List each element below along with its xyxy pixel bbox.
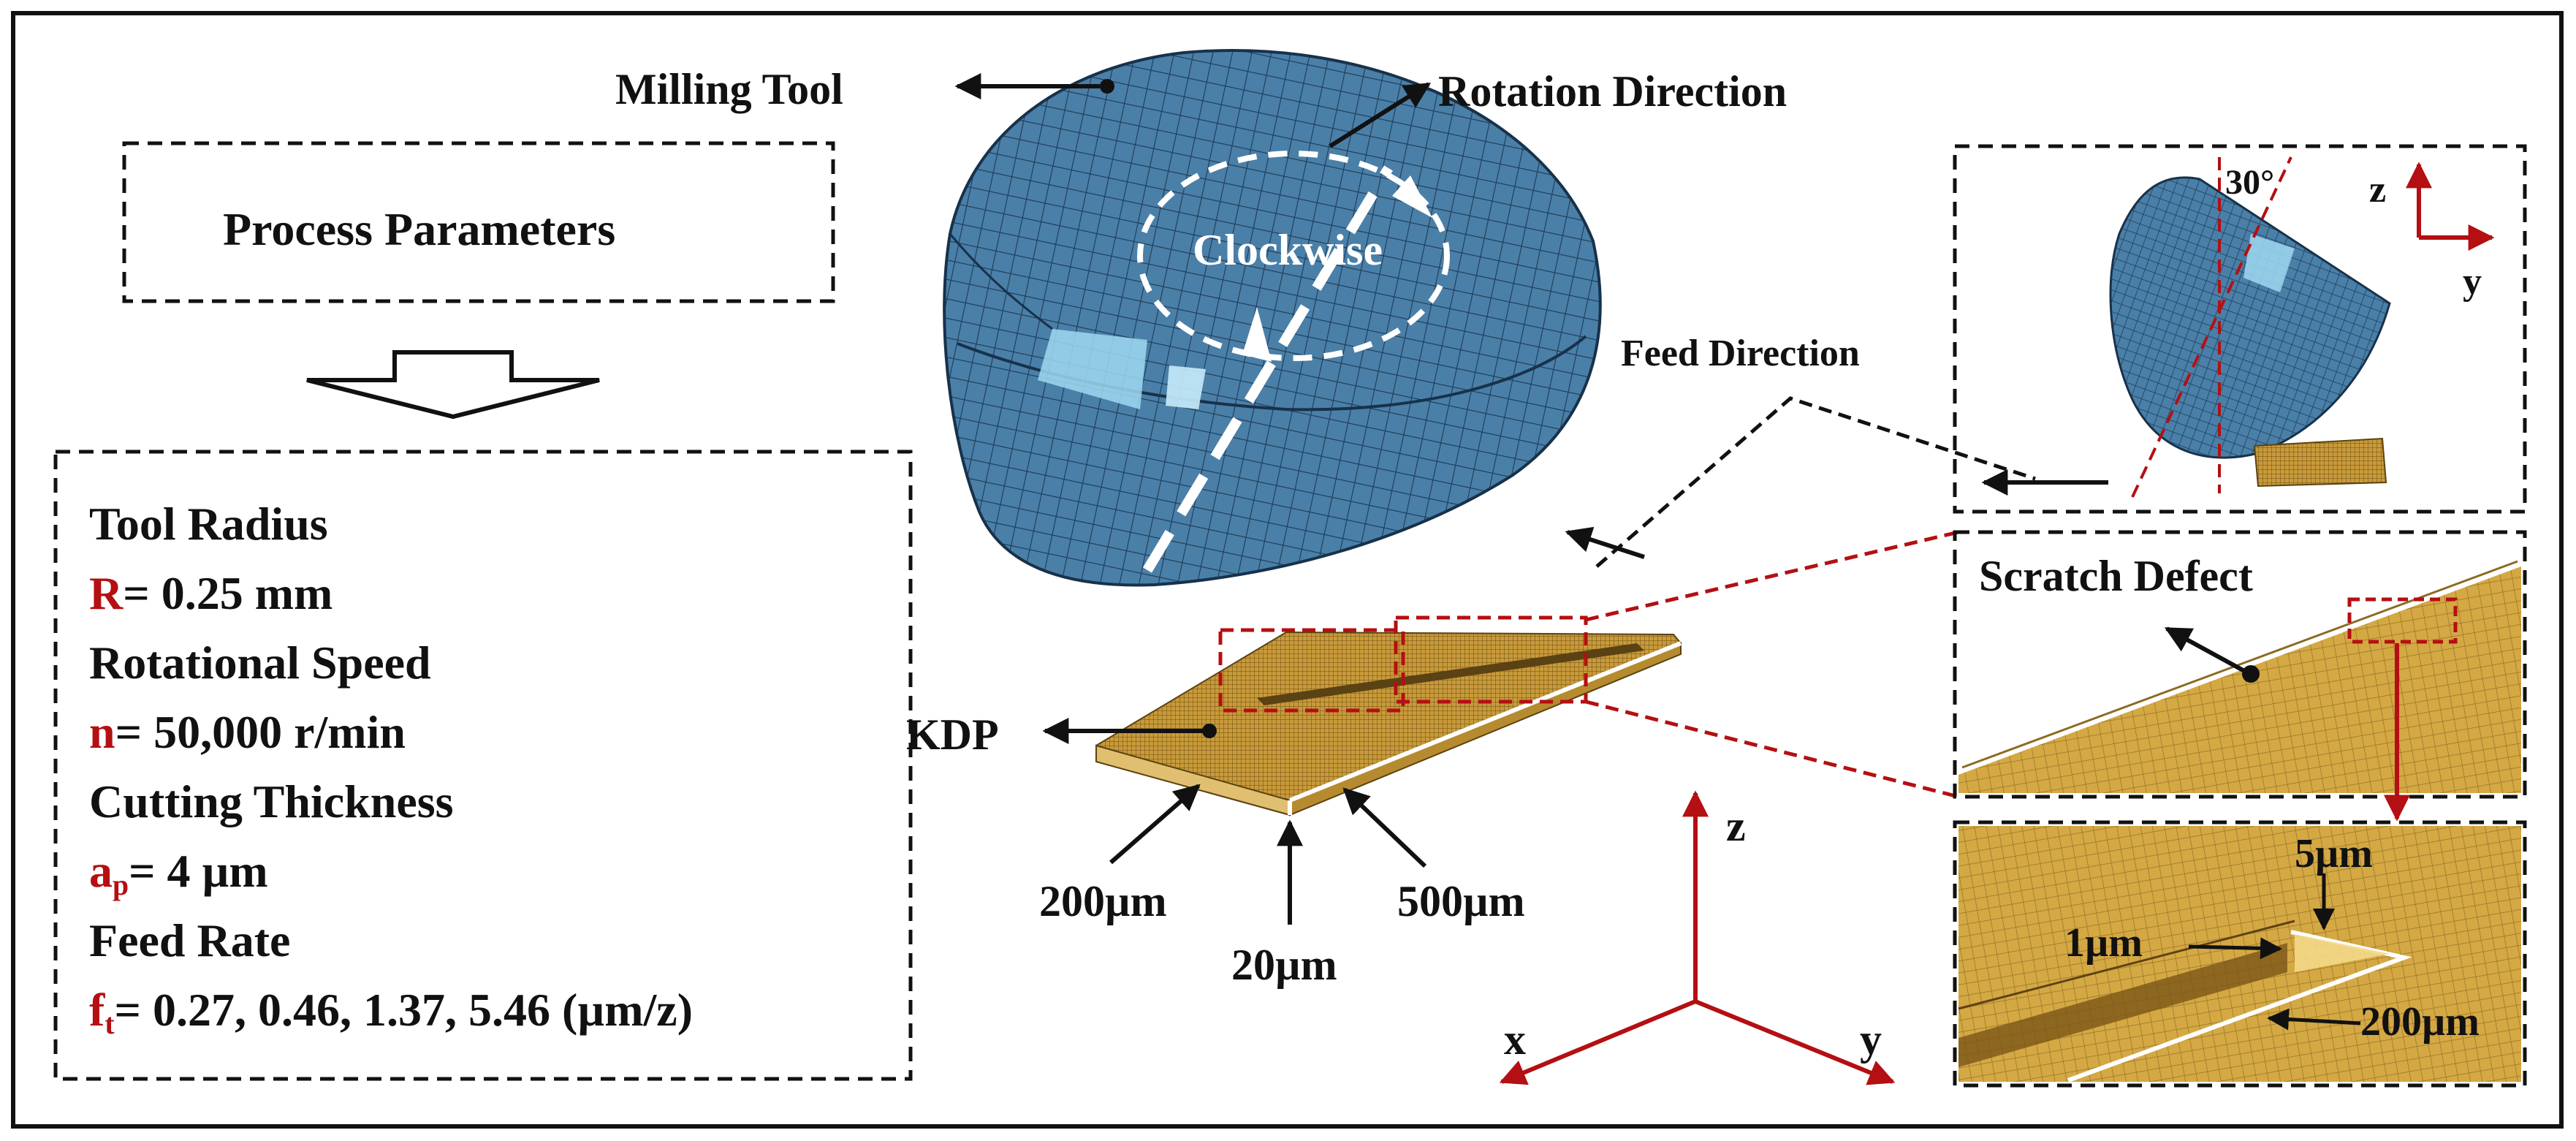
scratch-defect-label: Scratch Defect xyxy=(1979,552,2253,600)
kdp-workpiece xyxy=(1095,631,1682,816)
inset-tool-angle-box xyxy=(1953,144,2527,514)
thickness-value: = 4 µm xyxy=(129,845,268,897)
zoom-1um-label: 1µm xyxy=(2064,920,2143,966)
zoom-line-bottom xyxy=(1585,700,1959,799)
rotation-direction-label: Rotation Direction xyxy=(1438,67,1787,115)
rotational-speed-label: Rotational Speed xyxy=(89,637,431,689)
speed-symbol: n xyxy=(89,706,115,758)
dim-200-arrow xyxy=(1109,784,1201,865)
inset-zoom-box xyxy=(1953,820,2527,1088)
feed-rate-value-line: ft= 0.27, 0.46, 1.37, 5.46 (µm/z) xyxy=(89,987,693,1039)
zoom-200um-arrow xyxy=(2267,1008,2361,1031)
zoom-200um-label: 200µm xyxy=(2360,999,2480,1045)
scratch-zoom-region xyxy=(2347,597,2458,644)
dim-500-label: 500µm xyxy=(1397,877,1525,925)
speed-value: = 50,000 r/min xyxy=(115,706,406,758)
zoom-1um-arrow xyxy=(2188,937,2282,960)
rotation-direction-callout xyxy=(1329,82,1432,148)
inset-axis-y-label: y xyxy=(2463,261,2482,303)
zoom-groove-wall xyxy=(1958,943,2287,1067)
down-arrow-icon xyxy=(306,350,600,420)
tool-radius-symbol: R xyxy=(89,567,124,619)
inset-tool-side xyxy=(2109,176,2391,488)
axis-x-label: x xyxy=(1504,1015,1526,1064)
inset-axis-z-label: z xyxy=(2369,169,2387,211)
axis-y-label: y xyxy=(1860,1015,1882,1064)
inset-scratch-box xyxy=(1953,530,2527,799)
kdp-label: KDP xyxy=(906,710,999,759)
rotational-speed-value-line: n= 50,000 r/min xyxy=(89,709,406,756)
feed-direction-arrow xyxy=(1565,526,1645,559)
tilt-angle-line xyxy=(2131,156,2292,498)
thickness-subscript: p xyxy=(113,869,129,902)
angle-label: 30° xyxy=(2225,163,2275,202)
zoom-5um-label: 5µm xyxy=(2295,831,2373,876)
tool-radius-value: = 0.25 mm xyxy=(123,567,333,619)
inset-axes xyxy=(2406,162,2495,251)
process-params-box xyxy=(53,450,913,1081)
milling-tool xyxy=(943,49,1602,587)
feed-value: = 0.27, 0.46, 1.37, 5.46 (µm/z) xyxy=(114,984,693,1036)
process-parameters-title: Process Parameters xyxy=(223,203,616,255)
cutting-thickness-value-line: ap= 4 µm xyxy=(89,848,268,901)
feed-direction-label: Feed Direction xyxy=(1621,333,1860,374)
axis-z-label: z xyxy=(1726,802,1746,850)
rotation-arrow-icon xyxy=(1392,175,1432,218)
thickness-symbol: a xyxy=(89,845,113,897)
process-title-box xyxy=(122,141,835,303)
milling-tool-label: Milling Tool xyxy=(615,65,843,113)
dim-500-arrow xyxy=(1342,787,1427,868)
dim-200-label: 200µm xyxy=(1039,877,1167,925)
feed-symbol: f xyxy=(89,984,105,1036)
scratch-defect-callout xyxy=(2164,626,2249,675)
tool-axis-line xyxy=(1142,165,1394,573)
coordinate-axes xyxy=(1499,790,1896,1085)
feed-rate-label: Feed Rate xyxy=(89,914,291,966)
scratch-surface xyxy=(1958,566,2521,793)
zoom-line-top xyxy=(1585,530,1959,622)
scratch-profile xyxy=(2067,930,2412,1083)
dim-20-label: 20µm xyxy=(1231,941,1337,989)
cutting-thickness-label: Cutting Thickness xyxy=(89,776,454,827)
feed-subscript: t xyxy=(105,1008,115,1041)
tool-radius-value-line: R= 0.25 mm xyxy=(89,570,333,617)
clockwise-label: Clockwise xyxy=(1193,226,1383,274)
tool-radius-label: Tool Radius xyxy=(89,498,328,550)
feed-direction-leader xyxy=(1595,396,2036,568)
detail-region-2 xyxy=(1394,615,1588,704)
figure-frame xyxy=(11,11,2564,1129)
detail-region-1 xyxy=(1218,628,1405,713)
rotation-direction-ellipse xyxy=(1137,151,1450,361)
scratch-defect-outline xyxy=(2102,547,2428,691)
axis-arrow-icon xyxy=(1242,307,1272,362)
